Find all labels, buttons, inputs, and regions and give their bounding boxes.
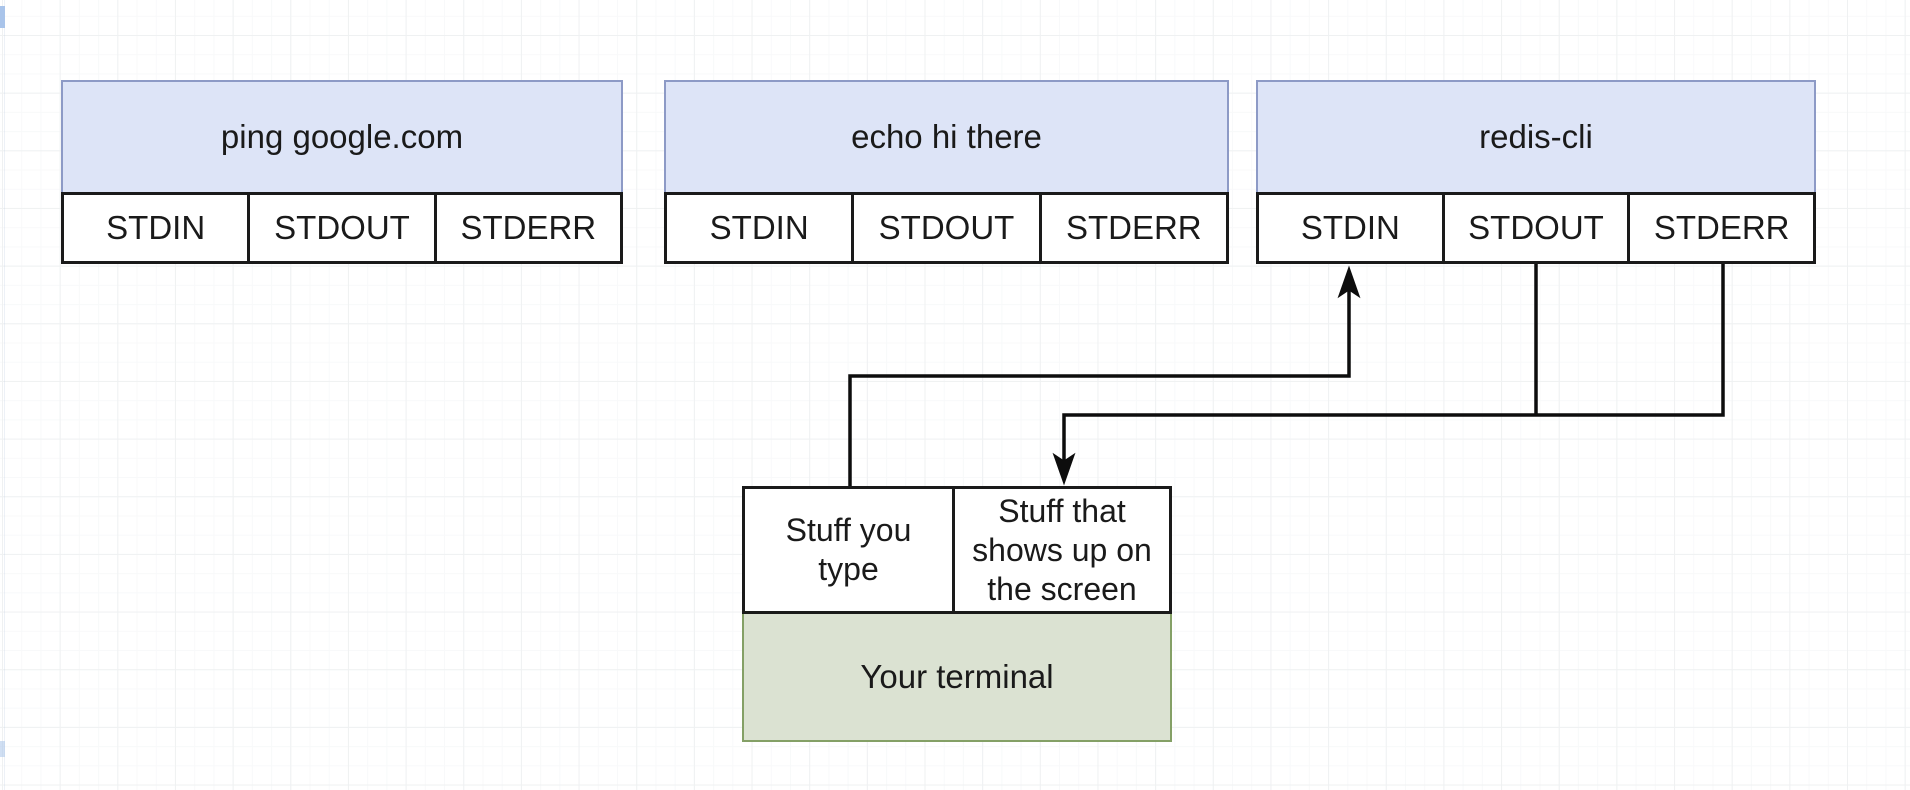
stderr-label: STDERR (1065, 209, 1202, 246)
arrowhead-into-terminal-output (1052, 452, 1076, 486)
terminal-io-row: Stuff you type Stuff that shows up on th… (742, 486, 1172, 614)
streams-row: STDIN STDOUT STDERR (664, 192, 1229, 264)
stderr-cell[interactable]: STDERR (437, 195, 620, 261)
arrowhead-into-stdin (1337, 265, 1361, 299)
stderr-cell[interactable]: STDERR (1042, 195, 1226, 261)
stdin-cell[interactable]: STDIN (64, 195, 251, 261)
process-box-echo[interactable]: echo hi there STDIN STDOUT STDERR (664, 80, 1229, 264)
process-title: echo hi there (851, 118, 1042, 155)
page-guide-dash-top (0, 6, 5, 28)
process-title-header[interactable]: redis-cli (1256, 80, 1816, 192)
edge-redis-stderr-to-terminal-output[interactable] (1052, 264, 1725, 486)
stderr-cell[interactable]: STDERR (1630, 195, 1813, 261)
terminal-output-cell[interactable]: Stuff that shows up on the screen (955, 489, 1169, 611)
stdout-label: STDOUT (1468, 209, 1604, 246)
edge-terminal-input-to-redis-stdin[interactable] (848, 265, 1361, 486)
process-box-ping[interactable]: ping google.com STDIN STDOUT STDERR (61, 80, 623, 264)
stdin-label: STDIN (1300, 209, 1400, 246)
stdout-cell[interactable]: STDOUT (854, 195, 1042, 261)
terminal-box[interactable]: Stuff you type Stuff that shows up on th… (742, 486, 1172, 742)
stdin-label: STDIN (106, 209, 206, 246)
process-title-header[interactable]: ping google.com (61, 80, 623, 192)
page-guide-dash-bottom (0, 741, 5, 757)
terminal-title: Your terminal (860, 658, 1054, 695)
terminal-output-label: Stuff that shows up on the screen (972, 492, 1152, 607)
stderr-label: STDERR (1653, 209, 1790, 246)
process-title-header[interactable]: echo hi there (664, 80, 1229, 192)
process-title: redis-cli (1479, 118, 1593, 155)
streams-row: STDIN STDOUT STDERR (61, 192, 623, 264)
terminal-input-label: Stuff you type (785, 512, 912, 587)
stdin-cell[interactable]: STDIN (1259, 195, 1445, 261)
stderr-label: STDERR (460, 209, 597, 246)
stdout-cell[interactable]: STDOUT (250, 195, 437, 261)
stdin-cell[interactable]: STDIN (667, 195, 855, 261)
terminal-input-cell[interactable]: Stuff you type (745, 489, 955, 611)
terminal-title-section[interactable]: Your terminal (742, 614, 1172, 742)
process-box-redis-cli[interactable]: redis-cli STDIN STDOUT STDERR (1256, 80, 1816, 264)
stdout-label: STDOUT (274, 209, 410, 246)
page-guide-line (4, 0, 5, 790)
stdin-label: STDIN (709, 209, 809, 246)
stdout-cell[interactable]: STDOUT (1445, 195, 1631, 261)
streams-row: STDIN STDOUT STDERR (1256, 192, 1816, 264)
stdout-label: STDOUT (878, 209, 1015, 246)
process-title: ping google.com (220, 118, 464, 155)
